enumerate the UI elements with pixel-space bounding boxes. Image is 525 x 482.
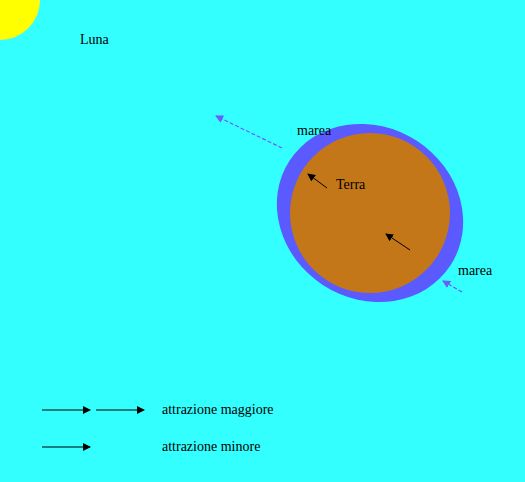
earth-label: Terra [336,178,365,192]
legend-arrow [96,410,144,411]
tide-arrow [443,281,462,292]
earth: Terra [290,133,450,293]
legend-text: attrazione maggiore [162,403,274,417]
tide-label: marea [297,124,331,138]
water-layer [243,89,498,338]
legend-arrow [42,410,90,411]
tide-arrow [216,116,282,148]
earth-shape [290,133,450,293]
tide-label: marea [458,264,492,278]
legend-text: attrazione minore [162,440,260,454]
moon-label: Luna [80,33,109,47]
moon-shape [0,0,140,60]
moon: Luna [0,0,140,60]
legend-arrow [42,447,90,448]
